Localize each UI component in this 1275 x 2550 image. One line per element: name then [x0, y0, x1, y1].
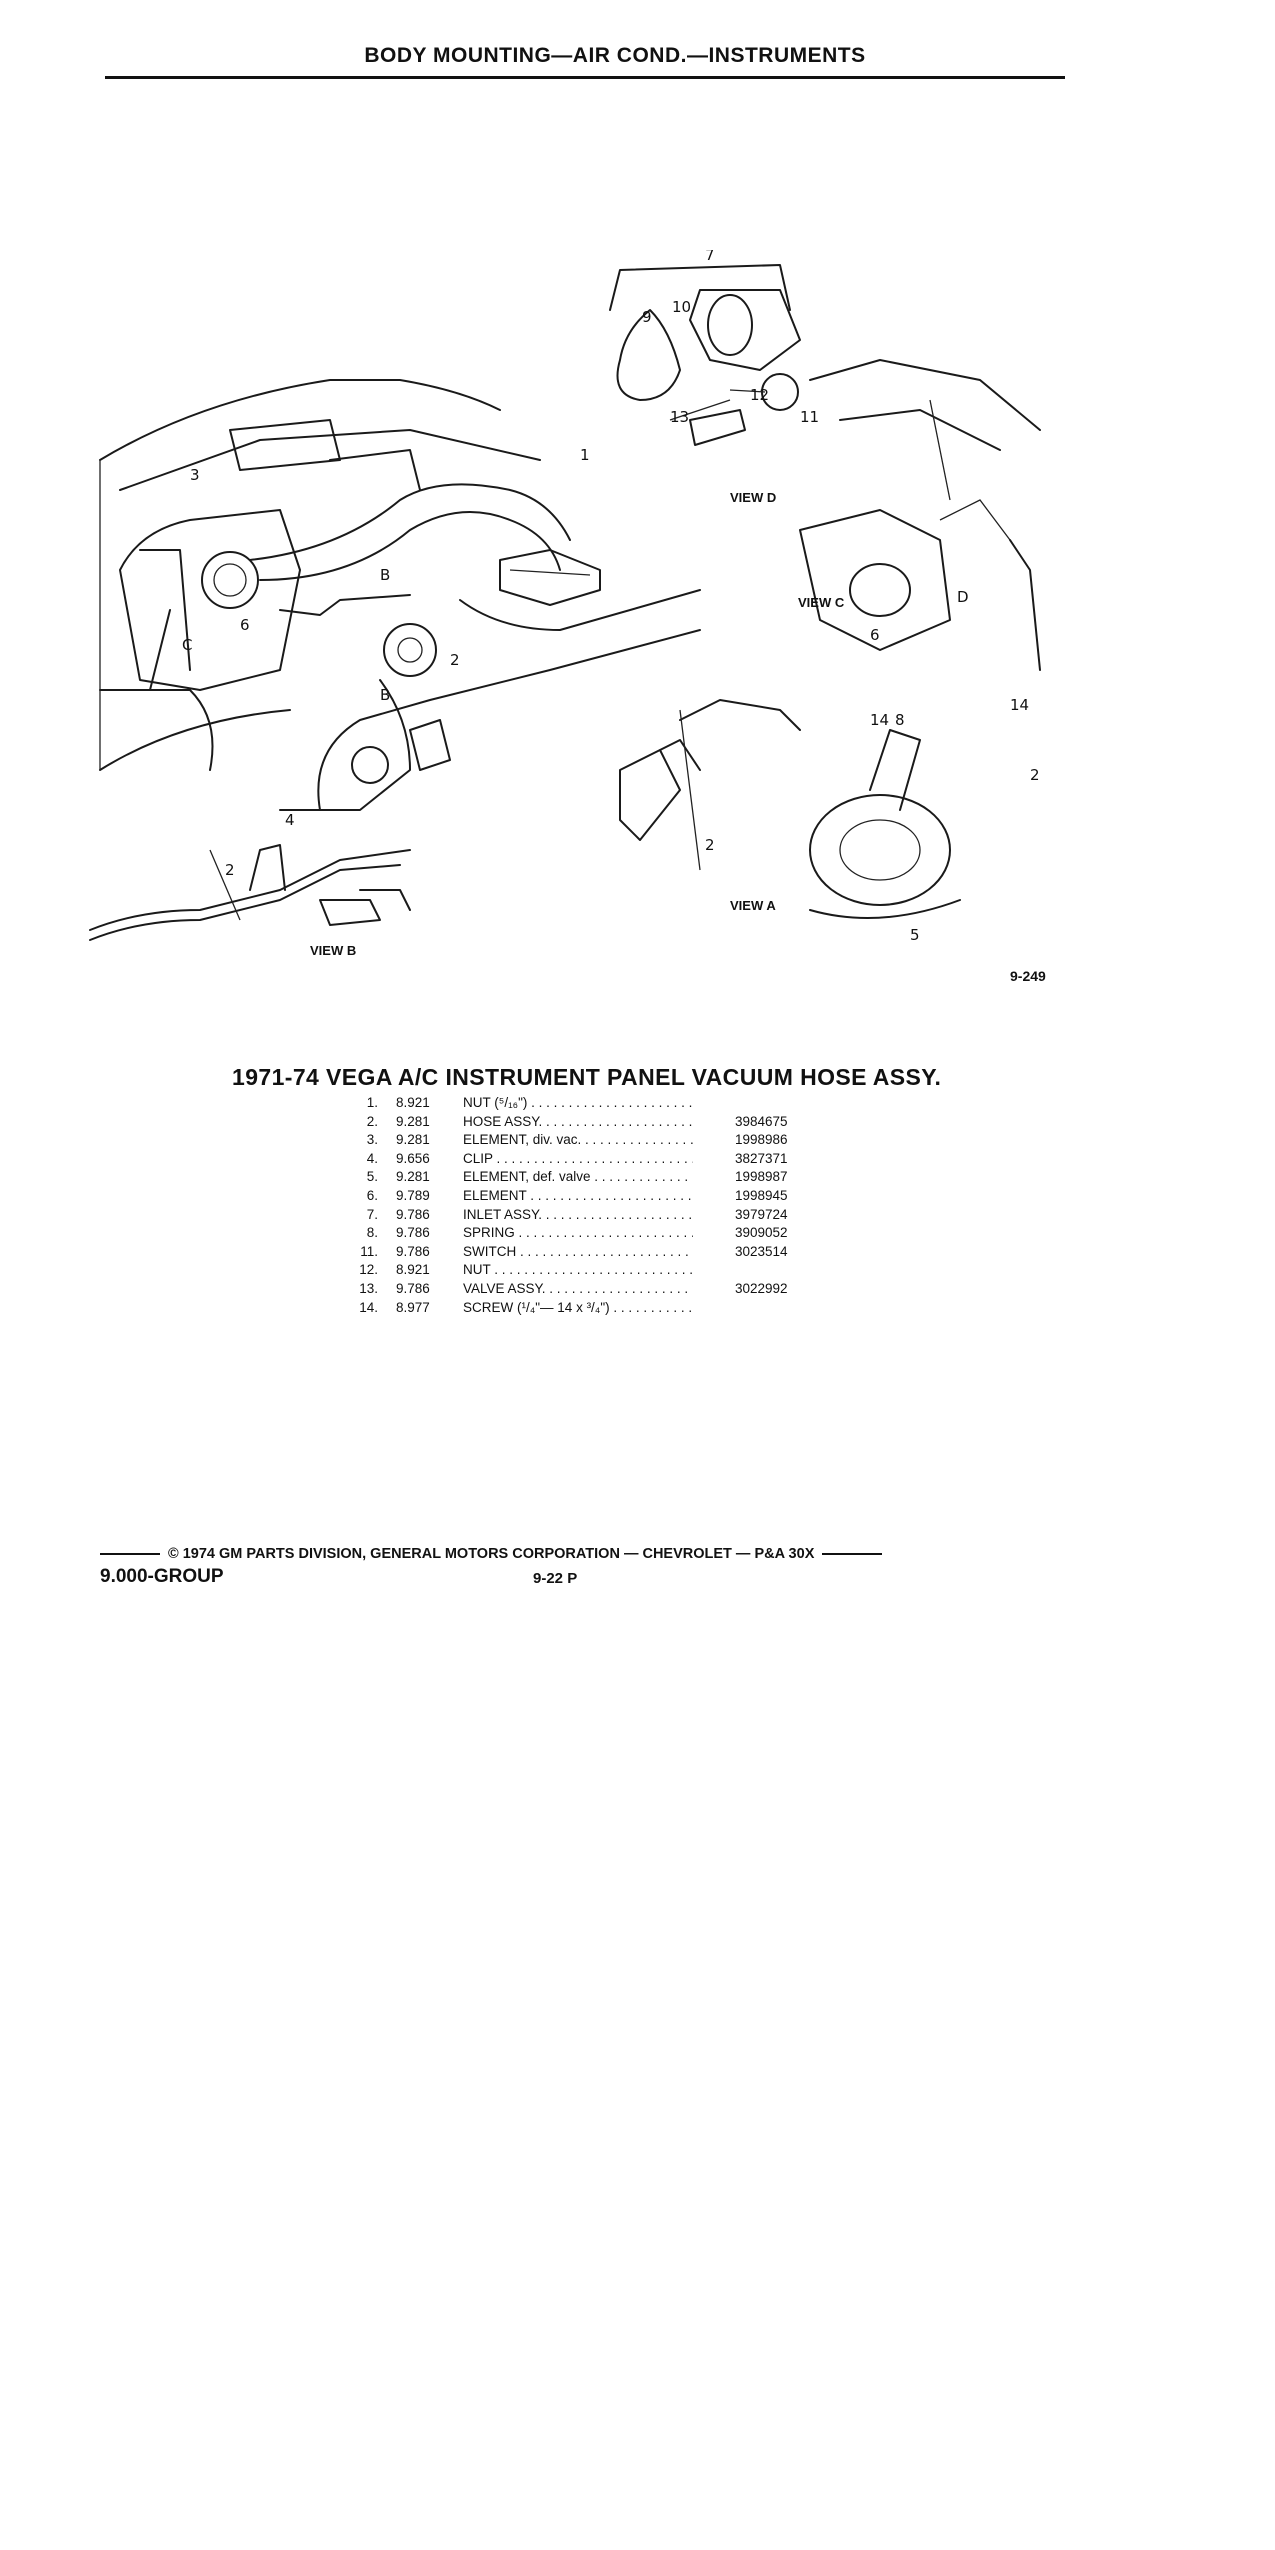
view-b-drawing — [89, 844, 411, 941]
view-c-drawing — [799, 359, 1041, 671]
callout-2-mid: 2 — [705, 836, 715, 854]
part-group-code: 9.786 — [396, 1280, 430, 1296]
footer-rule-left — [100, 1553, 160, 1555]
part-description: SPRING . . . . . . . . . . . . . . . . .… — [463, 1225, 693, 1241]
part-group-code: 9.786 — [396, 1206, 430, 1222]
callout-12: 12 — [750, 386, 769, 404]
view-labels: VIEW D VIEW C VIEW B VIEW A — [310, 490, 845, 958]
part-number-index: 1. — [366, 1095, 378, 1110]
part-group-code: 8.921 — [396, 1095, 430, 1110]
callout-11: 11 — [800, 408, 819, 426]
footer-copyright-line: © 1974 GM PARTS DIVISION, GENERAL MOTORS… — [100, 1546, 1040, 1562]
part-group-code: 9.786 — [396, 1243, 430, 1259]
part-number-index: 11. — [360, 1243, 378, 1259]
callout-2-view-a: 2 — [1030, 766, 1040, 784]
callout-8: 8 — [895, 711, 905, 729]
header-rule — [105, 76, 1065, 79]
part-number-index: 14. — [359, 1299, 378, 1315]
part-group-code: 9.789 — [396, 1187, 430, 1203]
part-group-code: 9.786 — [396, 1225, 430, 1241]
view-d-label: VIEW D — [730, 490, 776, 505]
footer-page-number: 9-22 P — [533, 1570, 578, 1587]
part-description: VALVE ASSY. . . . . . . . . . . . . . . … — [463, 1280, 693, 1296]
callout-3: 3 — [190, 466, 200, 484]
callout-2-view-b: 2 — [225, 861, 235, 879]
callout-1: 1 — [580, 446, 590, 464]
part-number-index: 5. — [366, 1169, 378, 1185]
callout-6-view-c: 6 — [870, 626, 880, 644]
callout-4: 4 — [285, 811, 295, 829]
part-group-code: 8.921 — [396, 1262, 430, 1278]
callout-6: 6 — [240, 616, 250, 634]
figure-number: 9-249 — [1010, 968, 1046, 984]
callout-b-lower: B — [380, 686, 390, 704]
part-catalog-number: 1998986 — [735, 1132, 788, 1148]
part-number-index: 8. — [366, 1225, 378, 1241]
part-catalog-number: 3023514 — [735, 1243, 788, 1259]
part-description: CLIP . . . . . . . . . . . . . . . . . .… — [463, 1150, 693, 1166]
part-number-index: 12. — [359, 1262, 378, 1278]
part-number-index: 2. — [366, 1113, 378, 1129]
view-d-drawing — [609, 264, 801, 446]
part-catalog-number: 3909052 — [735, 1225, 788, 1241]
part-description: SWITCH . . . . . . . . . . . . . . . . .… — [463, 1243, 693, 1259]
callout-14-right: 14 — [1010, 696, 1029, 714]
callout-9: 9 — [642, 308, 652, 326]
callout-13: 13 — [670, 408, 689, 426]
footer-rule-right — [822, 1553, 883, 1555]
part-catalog-number: 3984675 — [735, 1113, 788, 1129]
footer-copyright: © 1974 GM PARTS DIVISION, GENERAL MOTORS… — [168, 1546, 815, 1562]
part-number-index: 6. — [366, 1187, 378, 1203]
footer-group-label: 9.000-GROUP — [100, 1566, 224, 1587]
callout-b-upper: B — [380, 566, 390, 584]
part-catalog-number: 3827371 — [735, 1150, 788, 1166]
part-number-index: 7. — [366, 1206, 378, 1222]
view-a-drawing — [619, 699, 961, 919]
part-group-code: 9.281 — [396, 1113, 430, 1129]
page-header-title: BODY MOUNTING—AIR COND.—INSTRUMENTS — [364, 44, 866, 67]
callout-5: 5 — [910, 926, 920, 944]
part-description: NUT (⁵/₁₆") . . . . . . . . . . . . . . … — [463, 1095, 693, 1110]
callout-c: C — [182, 636, 192, 654]
part-catalog-number: 3979724 — [735, 1206, 788, 1222]
parts-list-title: 1971-74 VEGA A/C INSTRUMENT PANEL VACUUM… — [232, 1064, 942, 1090]
callout-2: 2 — [450, 651, 460, 669]
part-group-code: 8.977 — [396, 1299, 430, 1315]
callout-labels: 7 9 10 12 11 13 1 3 6 2 B B C D 6 14 8 1… — [182, 250, 1040, 944]
callout-7: 7 — [705, 250, 715, 264]
part-description: ELEMENT . . . . . . . . . . . . . . . . … — [463, 1187, 693, 1203]
part-description: SCREW (¹/₄"— 14 x ³/₄") . . . . . . . . … — [463, 1299, 693, 1315]
part-catalog-number: 1998987 — [735, 1169, 788, 1185]
part-description: INLET ASSY. . . . . . . . . . . . . . . … — [463, 1206, 693, 1222]
part-catalog-number: 3022992 — [735, 1280, 788, 1296]
callout-10: 10 — [672, 298, 691, 316]
part-group-code: 9.281 — [396, 1169, 430, 1185]
callout-14-view-c: 14 — [870, 711, 889, 729]
part-description: HOSE ASSY. . . . . . . . . . . . . . . .… — [463, 1113, 693, 1129]
part-number-index: 13. — [359, 1280, 378, 1296]
firewall-assembly-drawing — [99, 379, 701, 811]
part-number-index: 4. — [366, 1150, 378, 1166]
part-catalog-number: 1998945 — [735, 1187, 788, 1203]
view-a-label: VIEW A — [730, 898, 776, 913]
view-b-label: VIEW B — [310, 943, 356, 958]
exploded-parts-diagram: 7 9 10 12 11 13 1 3 6 2 B B C D 6 14 8 1… — [89, 250, 1041, 958]
part-group-code: 9.281 — [396, 1132, 430, 1148]
part-number-index: 3. — [366, 1132, 378, 1148]
part-group-code: 9.656 — [396, 1150, 430, 1166]
part-description: ELEMENT, def. valve . . . . . . . . . . … — [463, 1169, 693, 1185]
part-description: NUT . . . . . . . . . . . . . . . . . . … — [463, 1262, 693, 1278]
view-c-label: VIEW C — [798, 595, 845, 610]
part-description: ELEMENT, div. vac. . . . . . . . . . . .… — [463, 1132, 693, 1148]
callout-d: D — [957, 588, 969, 606]
